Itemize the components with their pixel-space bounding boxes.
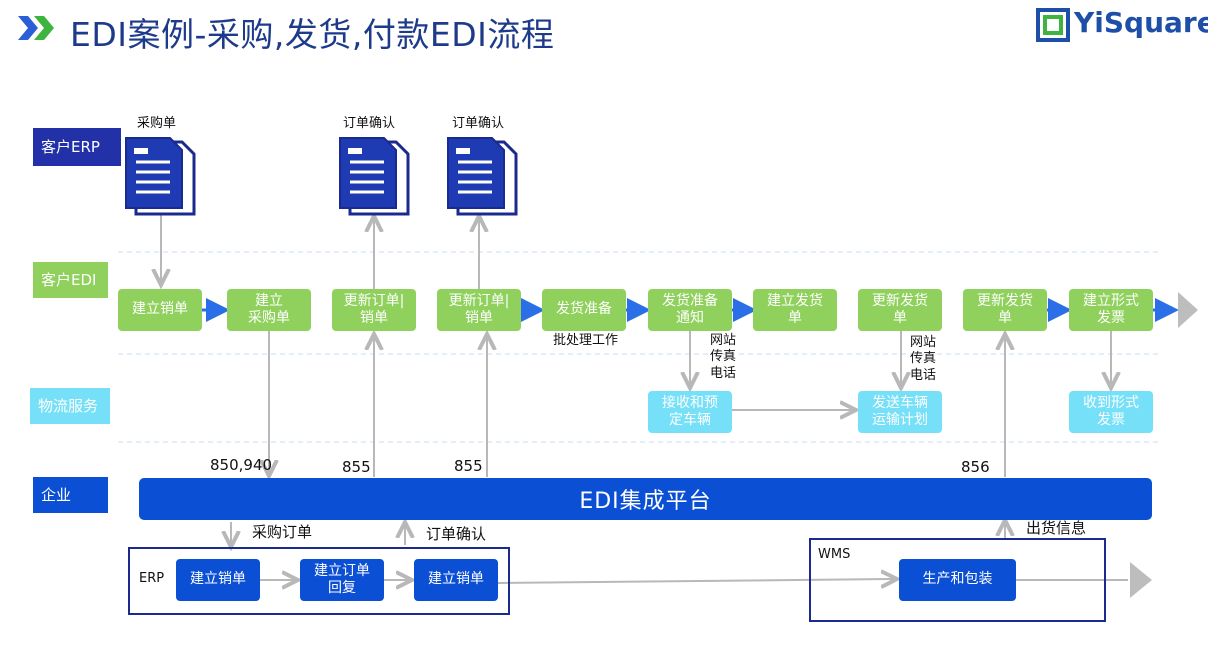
note-channels-1: 网站 传真 电话 [710, 333, 737, 381]
document-icon [339, 137, 410, 216]
doc-label-purchase-order: 采购单 [137, 116, 177, 131]
lane-label-edi: 客户EDI [33, 262, 108, 298]
doc-label-order-confirm-1: 订单确认 [343, 116, 396, 131]
edi-step-update-order-2: 更新订单| 销单 [437, 289, 521, 331]
document-icon [125, 137, 196, 216]
edi-step-create-purchase-order: 建立 采购单 [227, 289, 311, 331]
edi-code-855-1: 855 [342, 458, 371, 476]
wms-step-production-packaging: 生产和包装 [899, 559, 1016, 601]
edi-code-856: 856 [961, 458, 990, 476]
lane-label-logistics: 物流服务 [30, 388, 110, 424]
page-title: EDI案例-采购,发货,付款EDI流程 [70, 15, 555, 54]
note-purchase-order: 采购订单 [252, 523, 313, 541]
edi-step-update-shipment-2: 更新发货 单 [963, 289, 1047, 331]
edi-step-update-order-1: 更新订单| 销单 [332, 289, 416, 331]
logo-text: YiSquare [1074, 6, 1208, 39]
note-channels-2: 网站 传真 电话 [910, 335, 937, 383]
edi-step-create-sales-order: 建立销单 [118, 289, 202, 331]
logistics-step-send-transport-plan: 发送车辆 运输计划 [858, 391, 942, 433]
erp-step-create-sales-order-1: 建立销单 [176, 559, 260, 601]
note-order-confirm: 订单确认 [426, 525, 487, 543]
edi-step-ship-prep: 发货准备 [542, 289, 626, 331]
erp-step-create-sales-order-2: 建立销单 [414, 559, 498, 601]
document-icon [447, 137, 518, 216]
edi-integration-platform: EDI集成平台 [139, 478, 1152, 520]
logistics-step-receive-book-vehicle: 接收和预 定车辆 [648, 391, 732, 433]
chevron-right-icon [18, 16, 54, 40]
erp-step-create-order-reply: 建立订单 回复 [300, 559, 384, 601]
edi-code-850-940: 850,940 [210, 456, 273, 474]
edi-step-update-shipment-1: 更新发货 单 [858, 289, 942, 331]
edi-step-create-shipment: 建立发货 单 [753, 289, 837, 331]
logistics-step-receive-proforma-invoice: 收到形式 发票 [1069, 391, 1153, 433]
edi-step-ship-prep-notice: 发货准备 通知 [648, 289, 732, 331]
lane-label-erp: 客户ERP [33, 128, 121, 166]
yisquare-logo-icon [1036, 8, 1070, 42]
wms-frame [809, 538, 1106, 622]
note-shipping-info: 出货信息 [1026, 519, 1087, 537]
lane-label-enterprise: 企业 [33, 477, 108, 513]
wms-frame-label: WMS [818, 547, 851, 562]
erp-frame [128, 547, 510, 615]
doc-label-order-confirm-2: 订单确认 [452, 116, 505, 131]
note-batch-job: 批处理工作 [553, 333, 619, 348]
erp-frame-label: ERP [139, 571, 165, 586]
edi-code-855-2: 855 [454, 457, 483, 475]
edi-step-create-proforma-invoice: 建立形式 发票 [1069, 289, 1153, 331]
